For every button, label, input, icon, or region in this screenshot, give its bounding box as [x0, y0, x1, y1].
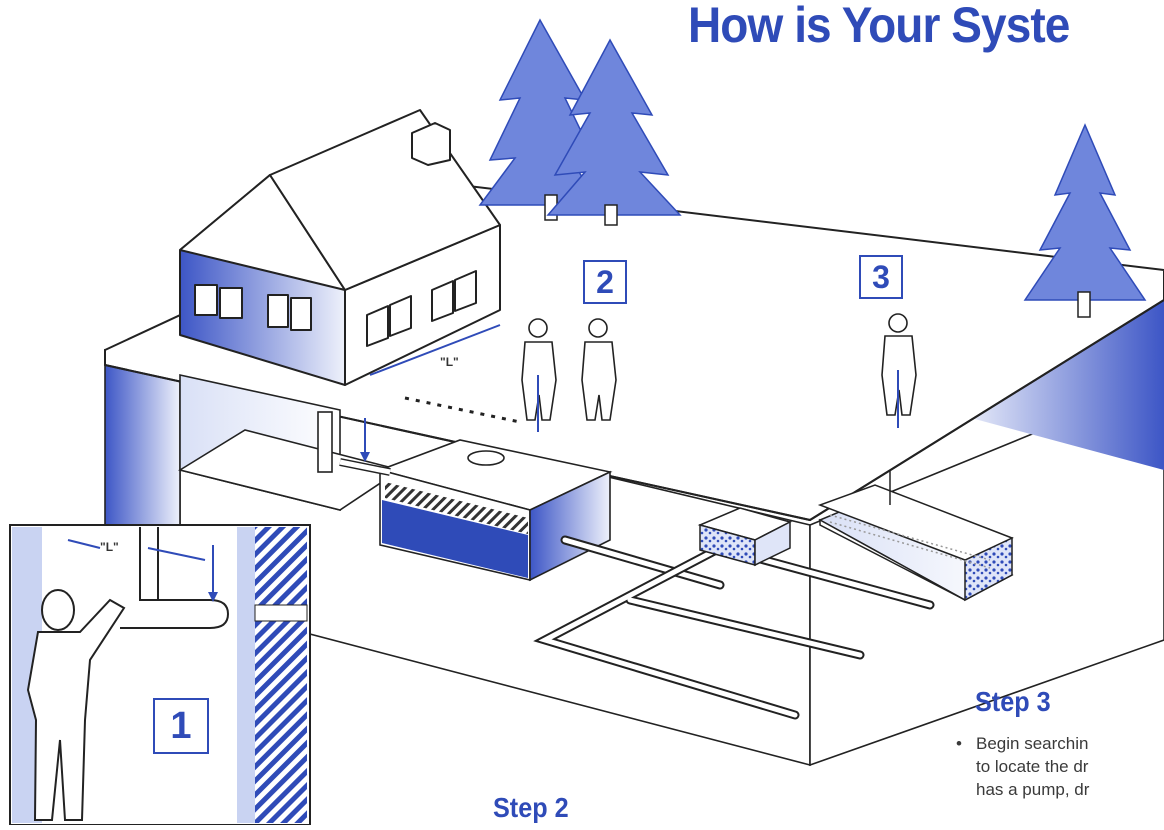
step3-bullet: • Begin searchin to locate the dr has a … — [960, 732, 1164, 801]
dimension-label-house: "L" — [440, 355, 459, 369]
bullet-dot-icon: • — [956, 732, 962, 755]
inset-basement-panel — [10, 525, 310, 825]
step3-line-1: Begin searchin — [976, 732, 1164, 755]
step3-line-3: has a pump, dr — [976, 778, 1164, 801]
page-title: How is Your Syste — [688, 0, 1069, 54]
callout-step-1: 1 — [153, 698, 209, 754]
step3-heading: Step 3 — [975, 686, 1051, 718]
callout-step-2: 2 — [583, 260, 627, 304]
callout-step-3: 3 — [859, 255, 903, 299]
step3-line-2: to locate the dr — [976, 755, 1164, 778]
house — [180, 110, 500, 385]
step2-heading: Step 2 — [493, 792, 569, 824]
dimension-label-inset: "L" — [100, 540, 119, 554]
